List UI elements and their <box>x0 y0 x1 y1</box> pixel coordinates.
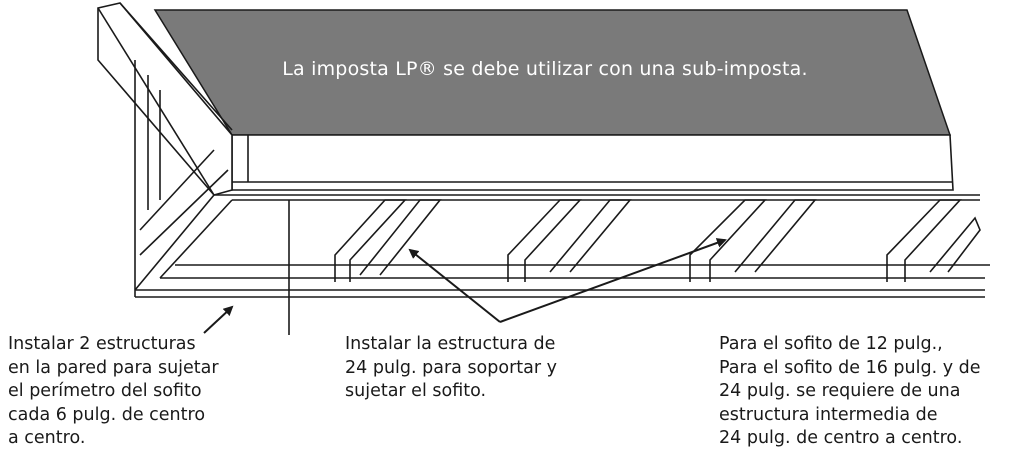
wall-blocking <box>134 60 229 297</box>
callout-arrows <box>203 238 727 334</box>
fascia-board <box>231 134 954 191</box>
wall-diag-1 <box>139 149 215 231</box>
arrow-support-left <box>408 248 501 323</box>
caption-wall-blocking: Instalar 2 estructuras en la pared para … <box>8 334 219 448</box>
frame-left-angle-2 <box>159 199 233 279</box>
frame-left-angle <box>134 194 215 291</box>
soffit-frame <box>134 194 990 335</box>
rafter-lower-edge <box>97 7 215 196</box>
support-block-4 <box>549 199 632 273</box>
support-block-1 <box>334 199 407 282</box>
support-block-7 <box>886 199 962 282</box>
caption-intermediate-frame: Para el sofito de 12 pulg., Para el sofi… <box>719 334 981 448</box>
rafter-edge <box>119 2 233 131</box>
arrow-wall-blocking <box>203 305 234 334</box>
support-block-6 <box>734 199 817 273</box>
roof-note: La imposta LP® se debe utilizar con una … <box>282 58 808 80</box>
rafter-end <box>97 2 233 196</box>
arrow-support-right <box>499 238 727 323</box>
wall-diag-2 <box>139 169 229 256</box>
caption-support-frame: Instalar la estructura de 24 pulg. para … <box>345 334 557 401</box>
support-block-5 <box>689 199 767 282</box>
support-block-3 <box>507 199 582 282</box>
support-block-8 <box>929 216 981 273</box>
support-block-2 <box>359 199 442 276</box>
